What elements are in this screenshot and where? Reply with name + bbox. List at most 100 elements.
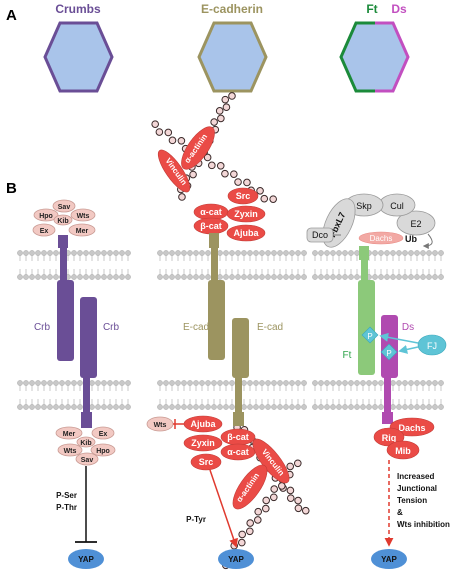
lipid-head: [408, 404, 414, 410]
ds-label: Ds: [402, 322, 414, 333]
lipid-head: [89, 250, 95, 256]
lipid-head: [241, 274, 247, 280]
actin-bead: [301, 506, 310, 515]
lipid-head: [330, 274, 336, 280]
lipid-head: [241, 250, 247, 256]
lipid-head: [408, 250, 414, 256]
fj-label: FJ: [427, 341, 437, 351]
sav-label: Sav: [58, 204, 71, 211]
lipid-head: [348, 404, 354, 410]
lipid-head: [414, 404, 420, 410]
lipid-head: [295, 380, 301, 386]
lipid-head: [402, 380, 408, 386]
actin-bead: [168, 136, 177, 145]
lipid-head: [336, 404, 342, 410]
crumbs-top-complex: Sav Hpo Wts Kib Ex Mer: [32, 199, 96, 237]
lipid-head: [289, 250, 295, 256]
lipid-head: [205, 274, 211, 280]
lipid-head: [157, 380, 163, 386]
lipid-head: [384, 250, 390, 256]
lipid-head: [217, 380, 223, 386]
lipid-head: [101, 274, 107, 280]
lipid-head: [438, 404, 444, 410]
lipid-head: [420, 380, 426, 386]
lipid-bilayer: [312, 250, 444, 280]
lipid-head: [119, 250, 125, 256]
actin-bead: [261, 504, 270, 513]
lipid-head: [229, 250, 235, 256]
lipid-head: [336, 250, 342, 256]
lipid-head: [271, 404, 277, 410]
lipid-head: [199, 274, 205, 280]
lipid-head: [330, 380, 336, 386]
lipid-head: [414, 380, 420, 386]
actin-bead: [286, 494, 295, 502]
lipid-head: [414, 274, 420, 280]
lipid-head: [360, 380, 366, 386]
lipid-head: [17, 380, 23, 386]
lipid-head: [157, 404, 163, 410]
lipid-head: [235, 250, 241, 256]
lipid-head: [113, 380, 119, 386]
vinculin-top-node: [157, 149, 191, 193]
crb-right-bottom-stub: [81, 412, 92, 428]
mib-node: [386, 440, 420, 460]
lipid-head: [366, 380, 372, 386]
acat-top-label: α-cat: [200, 207, 222, 217]
lipid-head: [35, 274, 41, 280]
actin-bead: [286, 486, 295, 495]
lipid-head: [253, 250, 259, 256]
actin-bead: [234, 178, 242, 186]
lipid-head: [438, 380, 444, 386]
actin-bead: [222, 103, 231, 111]
actin-bead: [253, 516, 262, 524]
lipid-head: [277, 380, 283, 386]
riq-label: Riq: [382, 433, 397, 443]
ex-node-bottom: [91, 426, 115, 440]
lipid-head: [438, 250, 444, 256]
lipid-head: [181, 274, 187, 280]
lipid-head: [205, 380, 211, 386]
lipid-head: [107, 274, 113, 280]
actin-bead: [237, 538, 246, 547]
ftds-caption: Increased Junctional Tension & Wts inhib…: [397, 472, 450, 529]
wts-node-bottom: [57, 443, 83, 457]
lipid-head: [378, 250, 384, 256]
lipid-head: [47, 404, 53, 410]
actin-bead: [178, 193, 186, 201]
membranes: [17, 250, 444, 410]
skp-label: Skp: [356, 201, 372, 211]
lipid-head: [420, 404, 426, 410]
lipid-head: [271, 274, 277, 280]
ex-label: Ex: [40, 228, 49, 235]
lipid-head: [259, 380, 265, 386]
ecad-left-tm-segment: [211, 248, 218, 281]
ds-tm-segment: [384, 378, 391, 412]
lipid-head: [71, 250, 77, 256]
lipid-head: [312, 404, 318, 410]
ajuba-bottom-label: Ajuba: [190, 419, 216, 429]
ecad-left-label: E-cad: [183, 322, 209, 333]
lipid-head: [259, 274, 265, 280]
actin-bead: [286, 462, 295, 471]
lipid-head: [408, 380, 414, 386]
actin-bead: [203, 153, 212, 162]
lipid-head: [47, 250, 53, 256]
zyxin-top-node: [226, 205, 266, 223]
crumbs-column: Crb Crb Sav Hpo Wts Kib Ex Mer Mer Ex Ki…: [32, 199, 119, 569]
lipid-head: [253, 274, 259, 280]
lipid-head: [17, 274, 23, 280]
lipid-head: [181, 380, 187, 386]
lipid-head: [420, 250, 426, 256]
caption-line-2: Junctional: [397, 484, 437, 493]
actin-bead: [270, 485, 279, 493]
lipid-head: [223, 274, 229, 280]
lipid-head: [420, 274, 426, 280]
lipid-head: [277, 404, 283, 410]
lipid-head: [107, 380, 113, 386]
actin-bead: [269, 195, 277, 203]
lipid-head: [41, 250, 47, 256]
ecad-right-tm-segment: [235, 378, 242, 412]
actin-bead: [262, 496, 271, 505]
